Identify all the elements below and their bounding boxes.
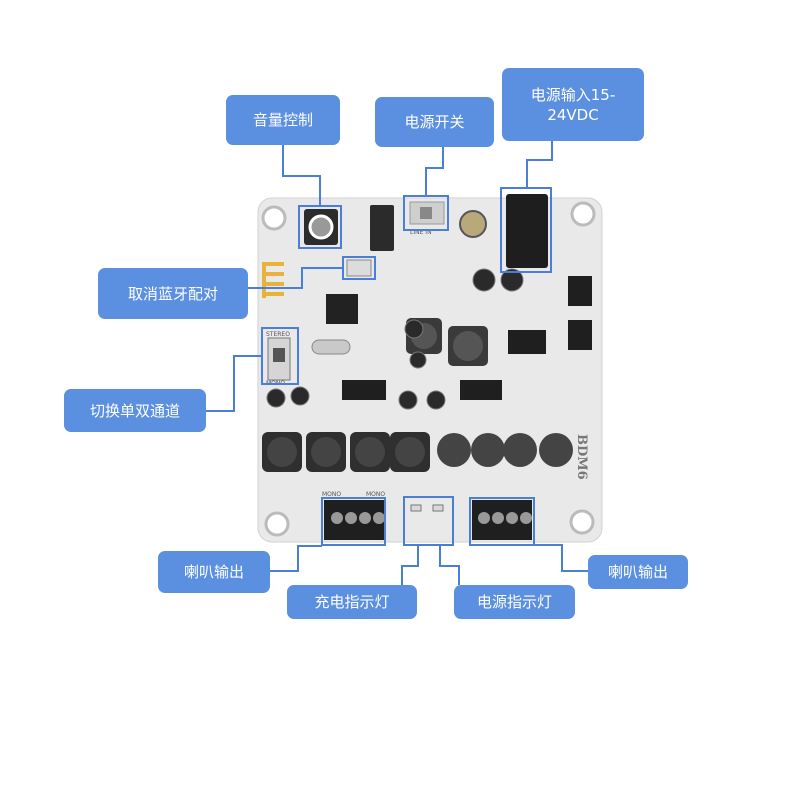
regulator-ic	[508, 330, 546, 354]
callout-cancel-pairing: 取消蓝牙配对	[98, 268, 248, 319]
connector-lines	[206, 140, 588, 585]
highlight-speaker-right	[469, 497, 535, 546]
electrolytic-caps	[266, 268, 524, 410]
callout-speaker-output-right: 喇叭输出	[588, 555, 688, 589]
terminal-block-left	[324, 500, 386, 540]
crystal	[311, 339, 351, 355]
mounting-holes	[261, 201, 596, 537]
dc-power-jack	[506, 194, 548, 268]
line-in-jack	[370, 205, 394, 251]
pairing-button-part	[346, 259, 372, 277]
callout-speaker-output-left: 喇叭输出	[158, 551, 270, 593]
highlight-speaker-left	[321, 497, 386, 546]
highlight-leds	[403, 496, 454, 546]
mosfet-2	[568, 320, 592, 350]
callout-volume: 音量控制	[226, 95, 340, 145]
terminal-block-right	[472, 500, 532, 540]
silk-stereo: STEREO	[266, 331, 290, 338]
power-led-part	[432, 504, 444, 512]
charge-led-part	[410, 504, 422, 512]
volume-potentiometer	[304, 209, 338, 245]
callout-mono-stereo: 切换单双通道	[64, 389, 206, 432]
callout-power-switch: 电源开关	[375, 97, 494, 147]
output-inductors	[262, 432, 573, 472]
silk-line-in: LINE IN	[410, 229, 432, 236]
antenna-trace	[262, 262, 284, 298]
board-model: BDM6	[574, 434, 589, 480]
silk-mono-out-right: MONO	[366, 491, 385, 498]
bt-chip	[326, 294, 358, 324]
callout-power-input: 电源输入15-24VDC	[502, 68, 644, 141]
amp-ic-2	[460, 380, 502, 400]
callout-charge-led: 充电指示灯	[287, 585, 417, 619]
mosfet-1	[568, 276, 592, 306]
amp-ic-1	[342, 380, 386, 400]
silk-mono-out-left: MONO	[322, 491, 341, 498]
trim-pot	[459, 210, 487, 238]
callout-power-led: 电源指示灯	[454, 585, 575, 619]
